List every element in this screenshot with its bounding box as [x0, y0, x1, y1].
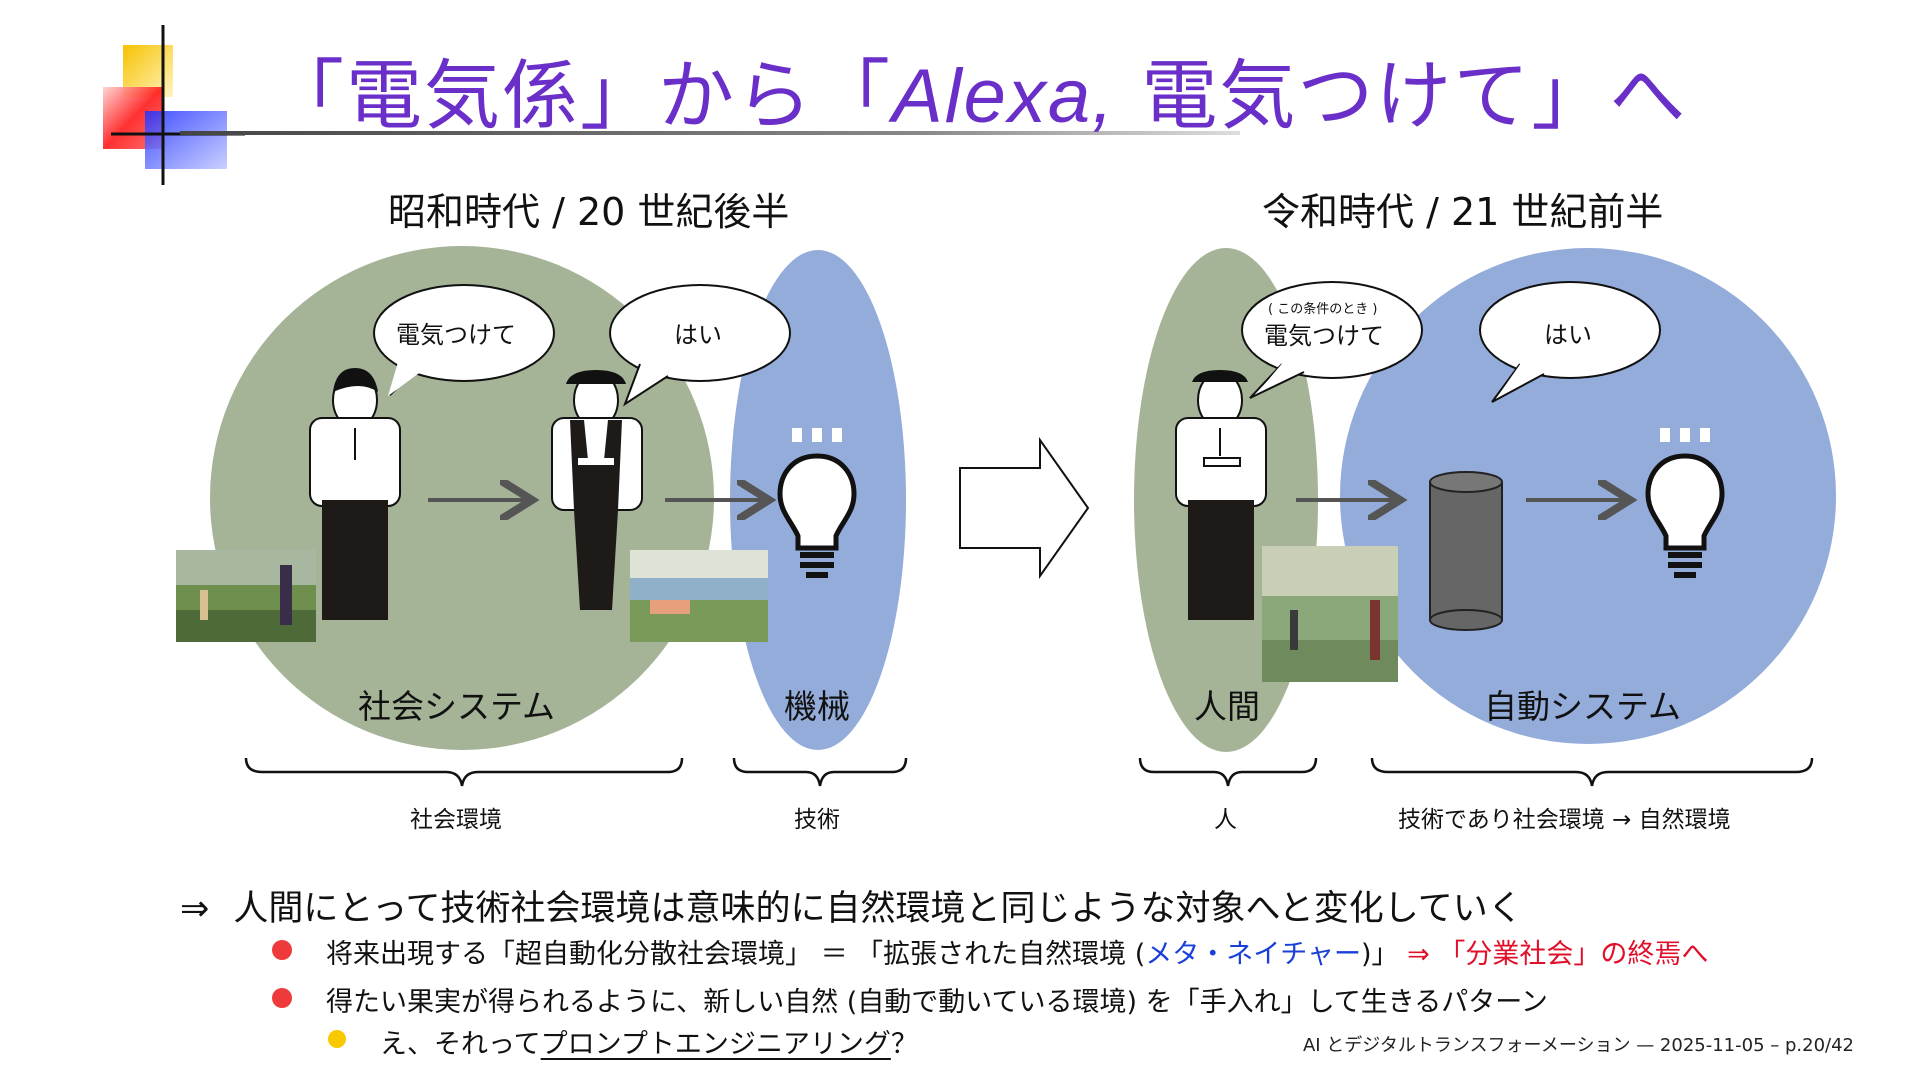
- right-speech-bubble-2: [1479, 281, 1661, 403]
- bullet-3-prefix: え、それって: [380, 1029, 541, 1060]
- bullet-dot-red-2: [272, 988, 292, 1008]
- bullet-2: 得たい果実が得られるように、新しい自然 (自動で動いている環境) を「手入れ」し…: [326, 987, 1548, 1018]
- slide-footer: AI とデジタルトランスフォーメーション — 2025-11-05 – p.20…: [1302, 1035, 1854, 1056]
- bullet-dot-red-1: [272, 940, 292, 960]
- painting-image-right: [1262, 546, 1398, 682]
- person-icon-left-worker: [551, 370, 643, 610]
- left-ellipse-label: 機械: [784, 687, 850, 726]
- brace-automation: [1370, 757, 1814, 787]
- right-era-heading: 令和時代 / 21 世紀前半: [1262, 190, 1664, 234]
- prompt-engineering-text: プロンプトエンジニアリング: [540, 1029, 891, 1060]
- left-speech-2-text: はい: [674, 321, 722, 349]
- smart-speaker-icon: [1429, 471, 1503, 631]
- right-ellipse-label: 人間: [1194, 687, 1260, 726]
- end-of-division-text: ⇒ 「分業社会」の終焉へ: [1398, 939, 1709, 970]
- transition-arrow: [959, 436, 1090, 580]
- bullet-1-text-close: )」: [1361, 939, 1399, 970]
- meta-nature-text: メタ・ネイチャー: [1145, 939, 1362, 970]
- left-speech-1-text: 電気つけて: [396, 321, 516, 349]
- left-speech-bubble-2: [609, 284, 791, 407]
- title-underline: [180, 131, 1240, 135]
- person-icon-left-1: [309, 368, 401, 620]
- left-era-heading: 昭和時代 / 20 世紀後半: [388, 190, 790, 234]
- bullet-1: 将来出現する「超自動化分散社会環境」 ＝ 「拡張された自然環境 (メタ・ネイチャ…: [326, 932, 1708, 971]
- painting-image-left-1: [176, 550, 316, 642]
- painting-image-left-2: [630, 550, 768, 642]
- lightbulb-icon-right: [1645, 428, 1725, 578]
- right-circle-label: 自動システム: [1484, 687, 1682, 726]
- right-brace2-label: 技術であり社会環境 → 自然環境: [1398, 807, 1731, 833]
- main-statement: ⇒ 人間にとって技術社会環境は意味的に自然環境と同じような対象へと変化していく: [180, 880, 1523, 931]
- right-brace1-label: 人: [1214, 807, 1237, 833]
- brace-human: [1138, 757, 1318, 787]
- brace-social: [244, 757, 684, 787]
- title-text-part2: 電気つけて」へ: [1115, 51, 1688, 140]
- bullet-dot-yellow: [328, 1030, 346, 1048]
- left-circle-label: 社会システム: [358, 687, 556, 726]
- left-brace1-label: 社会環境: [410, 807, 502, 833]
- left-speech-bubble-1: [373, 284, 555, 396]
- bullet-1-text: 将来出現する「超自動化分散社会環境」 ＝ 「拡張された自然環境 (: [326, 939, 1146, 970]
- right-speech-bubble-1: [1241, 281, 1423, 399]
- right-speech-1-note: ( この条件のとき ): [1268, 302, 1378, 317]
- title-text-part1: 「電気係」から「: [268, 51, 892, 140]
- brace-tech: [732, 757, 908, 787]
- person-icon-right: [1175, 370, 1267, 620]
- logo-icon: [103, 25, 245, 185]
- right-speech-1-text: 電気つけて: [1264, 322, 1384, 350]
- bullet-3: え、それってプロンプトエンジニアリング？: [380, 1022, 918, 1061]
- main-statement-text: 人間にとって技術社会環境は意味的に自然環境と同じような対象へと変化していく: [233, 889, 1523, 929]
- right-speech-2-text: はい: [1544, 321, 1592, 349]
- implies-arrow: ⇒: [180, 889, 210, 929]
- left-brace2-label: 技術: [794, 807, 840, 833]
- title-alexa: Alexa,: [892, 54, 1116, 139]
- page-title: 「電気係」から「Alexa, 電気つけて」へ: [268, 34, 1687, 144]
- lightbulb-icon-left: [777, 428, 857, 578]
- bullet-3-suffix: ？: [890, 1029, 918, 1060]
